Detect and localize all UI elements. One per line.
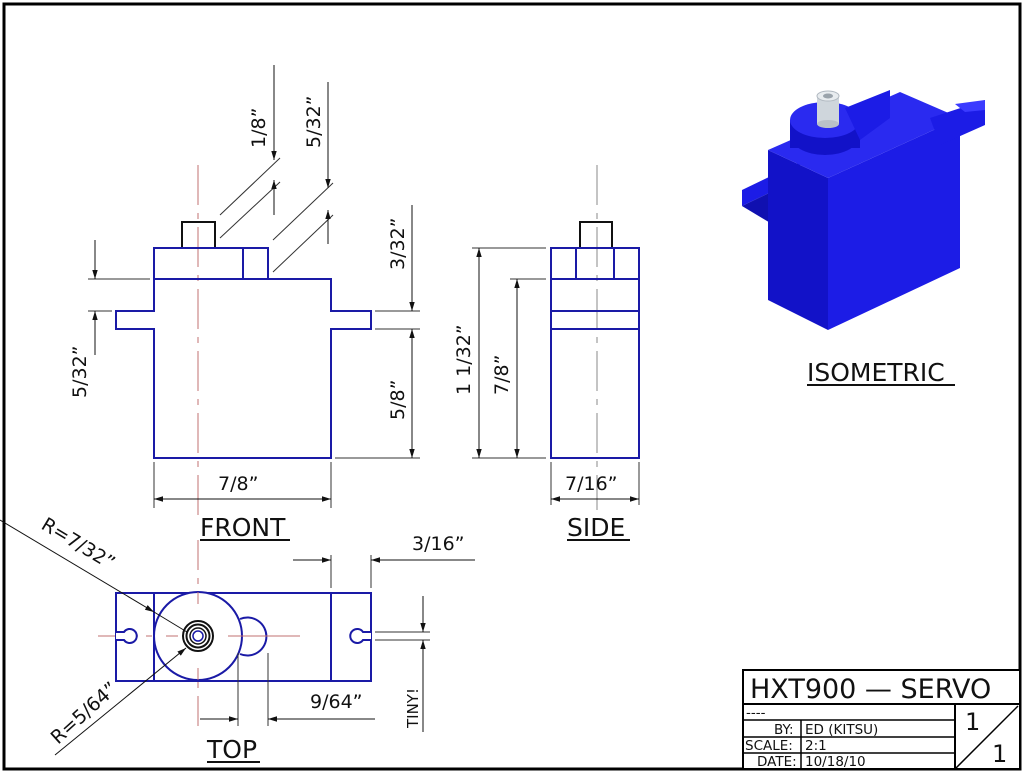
side-shaft	[579, 221, 613, 249]
dim-left-offset: 5/32”	[69, 345, 91, 398]
iso-shaft	[817, 96, 839, 124]
title-block-revision: ----	[746, 705, 766, 721]
dim-tab-width: 3/16”	[412, 533, 465, 555]
dim-side-width: 7/16”	[565, 473, 618, 495]
title-block-scale-value: 2:1	[805, 738, 827, 754]
isometric-view: ISOMETRIC	[742, 90, 985, 387]
title-block-date-label: DATE:	[757, 754, 797, 770]
dim-lower-body: 5/8”	[387, 380, 409, 420]
top-shaft	[182, 620, 214, 652]
title-block-title: HXT900 — SERVO	[750, 674, 991, 705]
dim-boss-offset: 9/64”	[310, 691, 363, 713]
title-block-sheet-total: 1	[992, 740, 1007, 768]
dim-slot-width: TINY!	[404, 688, 422, 729]
front-gear-cap	[153, 247, 269, 280]
front-view: 1/8” 5/32” 3/32” 5/8” 5/32” 7/8” FRONT	[69, 65, 420, 542]
dim-gear-radius: R=7/32”	[37, 513, 118, 574]
dim-side-total-height: 1 1/32”	[453, 324, 475, 395]
top-view: R=7/32” R=5/64” 3/16” 9/64” TINY! TOP	[0, 513, 475, 764]
top-right-slot	[349, 628, 371, 644]
dim-tab-offset: 3/32”	[387, 217, 409, 270]
front-body-outline	[115, 278, 372, 459]
title-block-sheet-number: 1	[965, 708, 980, 736]
title-block: HXT900 — SERVO ---- BY: ED (KITSU) SCALE…	[742, 669, 1021, 770]
dim-shaft-height: 1/8”	[248, 108, 270, 148]
title-block-scale-label: SCALE:	[745, 738, 793, 754]
side-view: 1 1/32” 7/8” 7/16” SIDE	[453, 165, 640, 542]
iso-body-left-face	[768, 150, 828, 330]
title-block-by-label: BY:	[774, 722, 794, 738]
side-view-label: SIDE	[567, 513, 625, 542]
dim-gear-cap-height: 5/32”	[303, 95, 325, 148]
front-view-label: FRONT	[200, 513, 286, 542]
dim-front-width: 7/8”	[218, 473, 258, 495]
dim-side-body-height: 7/8”	[491, 355, 513, 395]
isometric-view-label: ISOMETRIC	[807, 358, 945, 387]
dim-shaft-radius: R=5/64”	[47, 678, 122, 749]
title-block-date-value: 10/18/10	[805, 754, 866, 770]
iso-body-right-face	[828, 118, 960, 330]
top-left-slot	[116, 628, 138, 644]
side-body	[550, 247, 640, 459]
title-block-by-value: ED (KITSU)	[805, 722, 878, 738]
top-view-label: TOP	[206, 735, 257, 764]
